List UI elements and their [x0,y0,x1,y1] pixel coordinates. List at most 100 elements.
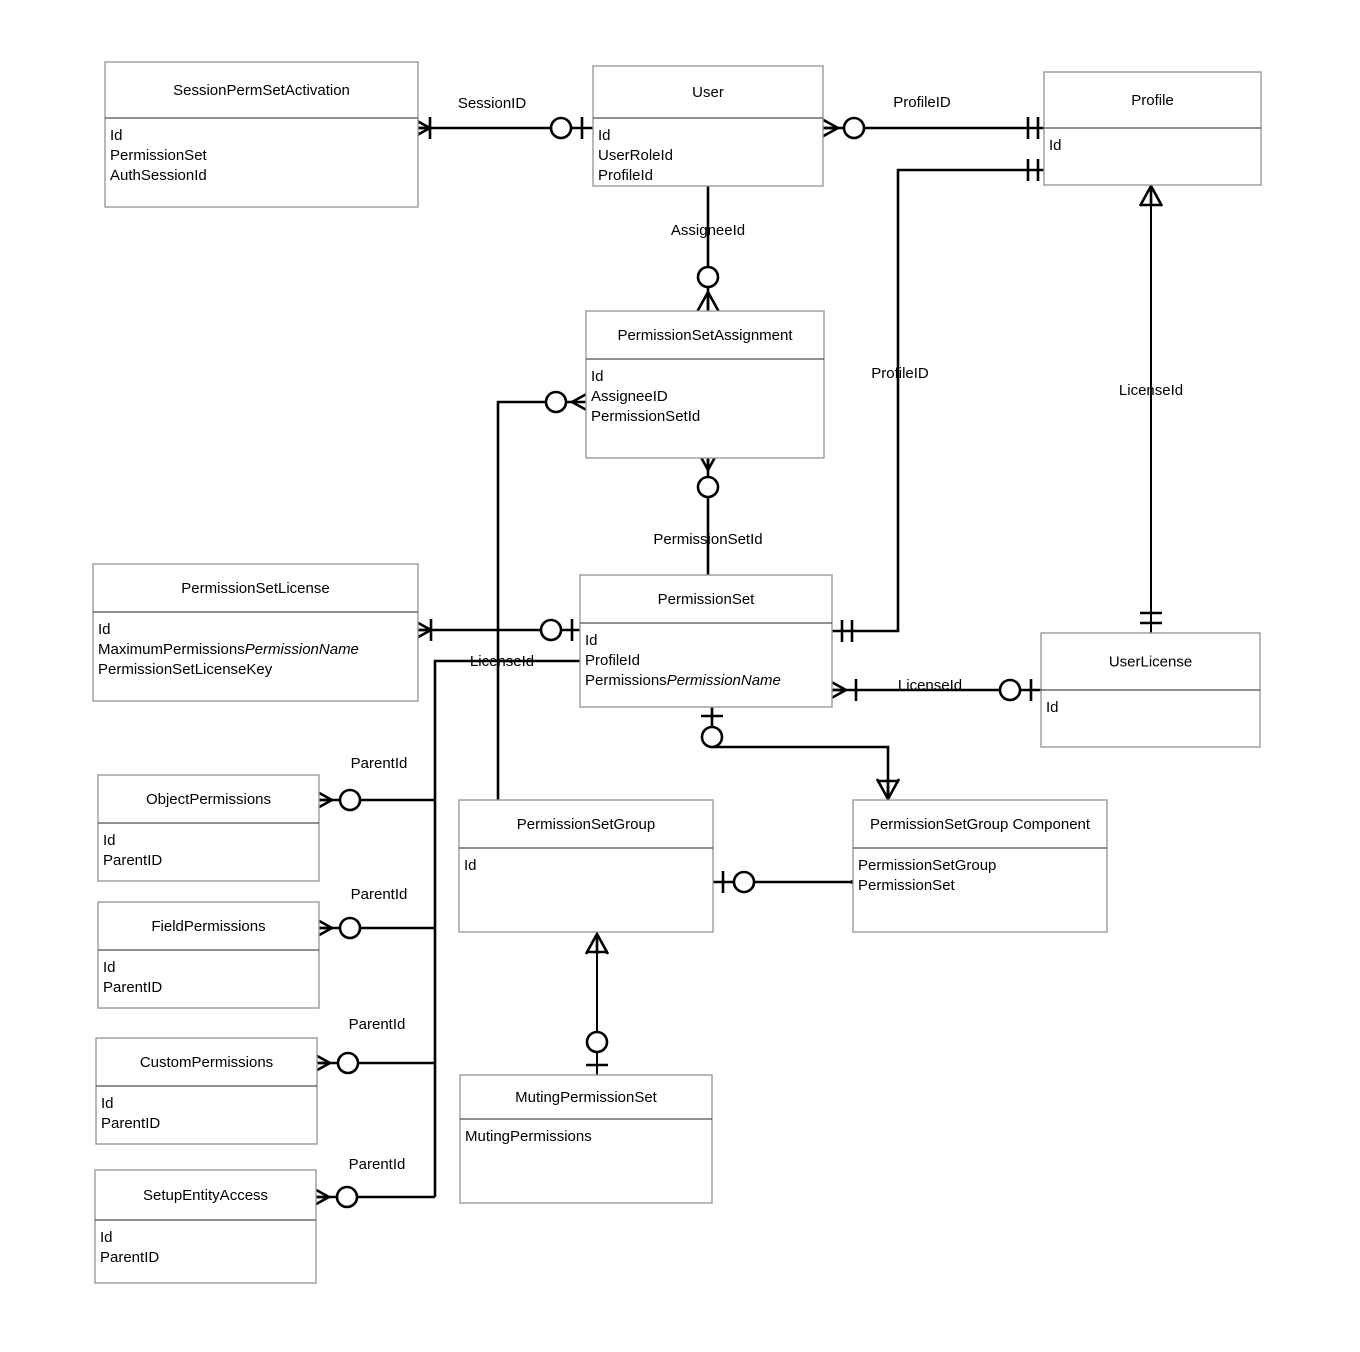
relationship-edges-layer [308,115,1164,1210]
entity-attribute: PermissionSetLicenseKey [98,661,273,678]
ring-mps [585,1030,609,1054]
entity-attribute: Id [100,1229,113,1246]
entity-attribute: Id [464,857,477,874]
entity-title: UserLicense [1109,653,1192,670]
ring-setupentityaccess [335,1185,359,1209]
relationship-labels-layer: SessionID ProfileID AssigneeIdPermissionSe… [349,94,1183,1173]
relationship-label-rel-profile-userlicense: LicenseId [1119,382,1183,399]
entity-box [104,61,419,208]
entity-title: User [692,84,724,101]
ring-psg-psgc [732,870,756,894]
entity-title: FieldPermissions [151,918,265,935]
entity-attribute: Id [585,632,598,649]
entity-attribute: ProfileId [598,167,653,184]
entity-box [579,574,833,708]
relationship-label-rel-psa-ps: PermissionSetId [653,531,762,548]
entity-attribute: MutingPermissions [465,1128,592,1145]
entity-title: SessionPermSetActivation [173,82,350,99]
entity-attribute: ParentID [103,979,162,996]
entity-box [459,1074,713,1204]
ring-user-profile [842,116,866,140]
crowsfoot-psgc-permissionset [875,778,901,800]
entity-title: PermissionSetLicense [181,580,329,597]
entity-attribute: MaximumPermissionsPermissionName [98,641,359,658]
entity-boxes-layer: SessionPermSetActivationIdPermissionSetA… [92,61,1262,1284]
entity-box [458,799,714,933]
entity-attribute: ParentID [101,1115,160,1132]
entity-attribute: PermissionSetId [591,408,700,425]
entity-title: PermissionSetAssignment [617,327,793,344]
crowsfoot-profile-licenseid [1138,185,1164,207]
ring-psa-left [544,390,568,414]
relationship-label-rel-ps-userlicense: LicenseId [898,677,962,694]
entity-title: PermissionSetGroup Component [870,816,1091,833]
entity-box [95,1037,318,1145]
entity-attribute: ParentID [100,1249,159,1266]
entity-attribute: Id [101,1095,114,1112]
ring-fieldpermissions [338,916,362,940]
entity-attribute: PermissionSet [858,877,956,894]
relationship-label-rel-objperm-parent: ParentId [351,755,408,772]
entity-attribute: Id [591,368,604,385]
ring-objectpermissions [338,788,362,812]
entity-box [94,1169,317,1284]
entity-title: MutingPermissionSet [515,1089,658,1106]
entity-profile[interactable]: ProfileId [1043,71,1262,186]
entity-attribute: AssigneeID [591,388,668,405]
relationship-label-rel-fieldperm-parent: ParentId [351,886,408,903]
entity-box [592,65,824,187]
relationship-label-rel-session-user: SessionID [458,95,527,112]
entity-attribute: PermissionSetGroup [858,857,996,874]
relationship-label-rel-setupentity-parent: ParentId [349,1156,406,1173]
edge-ps-profile [832,168,1044,633]
entity-title: CustomPermissions [140,1054,273,1071]
edge-ps-psgc [710,707,890,800]
entity-attribute: PermissionSet [110,147,208,164]
entity-attribute: Id [103,959,116,976]
entity-attribute: Id [598,127,611,144]
crowsfoot-psg-muting [584,933,610,955]
entity-title: PermissionSet [658,591,756,608]
entity-attribute: UserRoleId [598,147,673,164]
entity-box [852,799,1108,933]
entity-permissionsetgroupcomponent[interactable]: PermissionSetGroup ComponentPermissionSe… [852,799,1108,933]
entity-box [97,901,320,1009]
entity-attribute: ParentID [103,852,162,869]
edge-parent-trunk [433,659,580,1197]
entity-title: ObjectPermissions [146,791,271,808]
entity-permissionsetlicense[interactable]: PermissionSetLicenseIdMaximumPermissions… [92,563,419,702]
relationship-label-rel-psl-ps: LicenseId [470,653,534,670]
relationship-label-rel-customperm-parent: ParentId [349,1016,406,1033]
entity-title: PermissionSetGroup [517,816,655,833]
entity-attribute: PermissionsPermissionName [585,672,781,689]
entity-attribute: AuthSessionId [110,167,207,184]
ring-ps-licenseid [539,618,563,642]
entity-box [92,563,419,702]
entity-title: SetupEntityAccess [143,1187,268,1204]
relationship-label-rel-user-psa: AssigneeId [671,222,745,239]
relationship-label-rel-user-profile: ProfileID [893,94,951,111]
entity-permissionset[interactable]: PermissionSetIdProfileIdPermissionsPermi… [579,574,833,708]
entity-attribute: Id [110,127,123,144]
ring-userlicense-licenseid [998,678,1022,702]
entity-title: Profile [1131,92,1174,109]
entity-box [585,310,825,459]
entity-attribute: Id [103,832,116,849]
entity-attribute: ProfileId [585,652,640,669]
ring-psa-permissionsetid [696,475,720,499]
entity-sessionpermsetactivation[interactable]: SessionPermSetActivationIdPermissionSetA… [104,61,419,208]
relationship-label-rel-ps-profile: ProfileID [871,365,929,382]
entity-box [97,774,320,882]
edge-psa-psg [496,400,575,800]
